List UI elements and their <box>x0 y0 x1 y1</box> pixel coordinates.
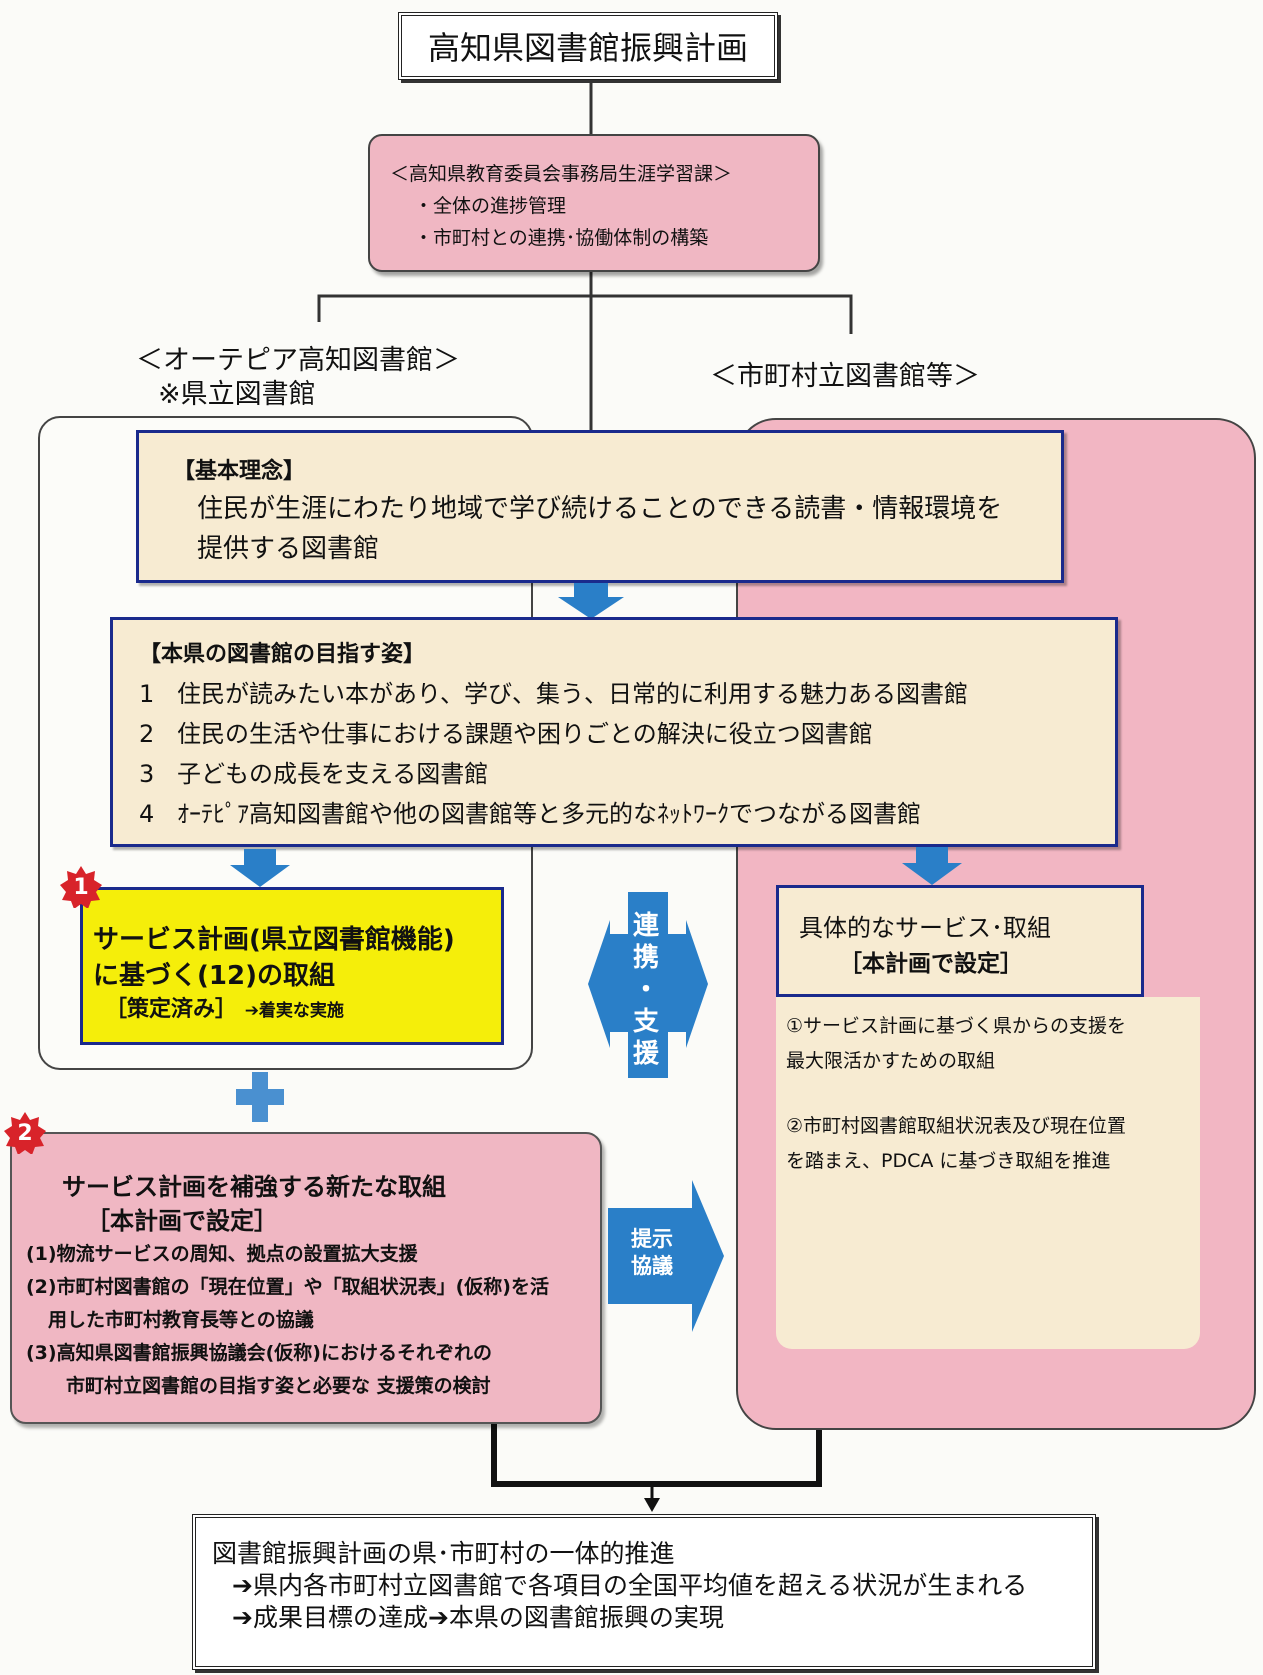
muni-body-line: ①サービス計画に基づく県からの支援を <box>786 1015 1127 1037</box>
final-line: ➔県内各市町村立図書館で各項目の全国平均値を超える状況が生まれる <box>232 1571 1028 1600</box>
final-line: 図書館振興計画の県･市町村の一体的推進 <box>212 1539 675 1568</box>
muni-body-line: ②市町村図書館取組状況表及び現在位置 <box>786 1115 1127 1137</box>
muni-body-line: を踏まえ、PDCA に基づき取組を推進 <box>786 1150 1111 1172</box>
goal-item: 4 ｵｰﾃﾋﾟｱ高知図書館や他の図書館等と多元的なﾈｯﾄﾜｰｸでつながる図書館 <box>139 794 1115 834</box>
goal-item: 2 住民の生活や仕事における課題や困りごとの解決に役立つ図書館 <box>139 714 1115 754</box>
badge-2-icon: 2 <box>4 1112 46 1155</box>
label-char: 連 <box>632 911 659 941</box>
muni-body-line: 最大限活かすための取組 <box>786 1050 996 1072</box>
service-plan-note: ➔着実な実施 <box>244 1001 344 1021</box>
muni-service-heading-box: 具体的なサービス･取組 ［本計画で設定］ <box>776 885 1144 997</box>
prefectural-note: ※県立図書館 <box>158 379 316 410</box>
principle-line: 提供する図書館 <box>197 534 380 564</box>
goal-number: 3 <box>139 760 155 788</box>
initiative-item: 市町村立図書館の目指す姿と必要な 支援策の検討 <box>66 1375 491 1397</box>
label-char: 支 <box>632 1007 659 1037</box>
badge-number: 2 <box>17 1120 33 1146</box>
goals-box: 【本県の図書館の目指す姿】 1 住民が読みたい本があり、学び、集う、日常的に利用す… <box>110 617 1118 847</box>
service-plan-line: サービス計画(県立図書館機能) <box>93 925 455 955</box>
goal-number: 4 <box>139 800 155 828</box>
badge-1-icon: 1 <box>60 866 102 909</box>
goal-item: 1 住民が読みたい本があり、学び、集う、日常的に利用する魅力ある図書館 <box>139 674 1115 714</box>
muni-service-title: 具体的なサービス･取組 <box>799 914 1051 942</box>
badge-number: 1 <box>73 874 89 900</box>
final-line: ➔成果目標の達成➔本県の図書館振興の実現 <box>232 1603 724 1632</box>
label-char: 携 <box>632 943 659 973</box>
label-char: ・ <box>632 975 659 1005</box>
prefectural-heading: ＜オーテピア高知図書館＞ <box>136 345 460 376</box>
initiative-item: (1)物流サービスの周知、拠点の設置拡大支援 <box>26 1243 418 1265</box>
down-arrow-icon <box>230 849 290 887</box>
initiative-item: (3)高知県図書館振興協議会(仮称)におけるそれぞれの <box>26 1342 492 1364</box>
admin-heading: ＜高知県教育委員会事務局生涯学習課＞ <box>390 163 733 185</box>
new-initiatives-title: サービス計画を補強する新たな取組 <box>62 1173 446 1201</box>
goal-text: 住民の生活や仕事における課題や困りごとの解決に役立つ図書館 <box>177 720 873 748</box>
principle-box: 【基本理念】 住民が生涯にわたり地域で学び続けることのできる読書・情報環境を 提… <box>136 430 1064 583</box>
new-initiatives-subtitle: ［本計画で設定］ <box>86 1207 278 1235</box>
muni-service-subtitle: ［本計画で設定］ <box>839 951 1023 977</box>
label-line: 提示 <box>631 1227 673 1251</box>
goals-heading: 【本県の図書館の目指す姿】 <box>139 642 426 667</box>
admin-item: ・全体の進捗管理 <box>414 195 567 217</box>
goal-number: 1 <box>139 680 155 708</box>
new-initiatives-box: サービス計画を補強する新たな取組 ［本計画で設定］ (1)物流サービスの周知、拠… <box>10 1132 602 1424</box>
initiative-item: (2)市町村図書館の「現在位置」や「取組状況表」(仮称)を活 <box>26 1276 549 1298</box>
service-plan-line: に基づく(12)の取組 <box>93 961 335 991</box>
goal-text: 子どもの成長を支える図書館 <box>177 760 489 788</box>
bidirectional-arrow-icon <box>588 892 708 1078</box>
admin-item: ・市町村との連携･協働体制の構築 <box>414 227 709 249</box>
presentation-label: 提示 協議 <box>616 1226 688 1296</box>
service-plan-status: ［策定済み］ <box>105 997 238 1022</box>
initiative-item: 用した市町村教育長等との協議 <box>48 1309 314 1331</box>
principle-heading: 【基本理念】 <box>173 459 306 484</box>
down-arrow-icon <box>902 847 962 885</box>
plan-title: 高知県図書館振興計画 <box>398 12 778 80</box>
final-box: 図書館振興計画の県･市町村の一体的推進 ➔県内各市町村立図書館で各項目の全国平均… <box>192 1514 1096 1670</box>
goal-number: 2 <box>139 720 155 748</box>
principle-line: 住民が生涯にわたり地域で学び続けることのできる読書・情報環境を <box>197 494 1003 524</box>
admin-box: ＜高知県教育委員会事務局生涯学習課＞ ・全体の進捗管理 ・市町村との連携･協働体… <box>368 134 820 272</box>
right-arrow-icon <box>608 1180 724 1332</box>
label-line: 協議 <box>631 1254 673 1278</box>
service-plan-box: サービス計画(県立図書館機能) に基づく(12)の取組 ［策定済み］ ➔着実な実… <box>80 887 504 1045</box>
plus-icon <box>236 1072 284 1122</box>
goal-item: 3 子どもの成長を支える図書館 <box>139 754 1115 794</box>
down-arrow-icon <box>558 583 624 619</box>
goal-text: ｵｰﾃﾋﾟｱ高知図書館や他の図書館等と多元的なﾈｯﾄﾜｰｸでつながる図書館 <box>177 800 921 828</box>
municipal-heading: ＜市町村立図書館等＞ <box>710 361 980 392</box>
goal-text: 住民が読みたい本があり、学び、集う、日常的に利用する魅力ある図書館 <box>177 680 969 708</box>
label-char: 援 <box>632 1039 659 1069</box>
cooperation-label: 連 携 ・ 支 援 <box>626 910 666 1069</box>
muni-service-body: ①サービス計画に基づく県からの支援を 最大限活かすための取組 ②市町村図書館取組… <box>776 997 1200 1349</box>
